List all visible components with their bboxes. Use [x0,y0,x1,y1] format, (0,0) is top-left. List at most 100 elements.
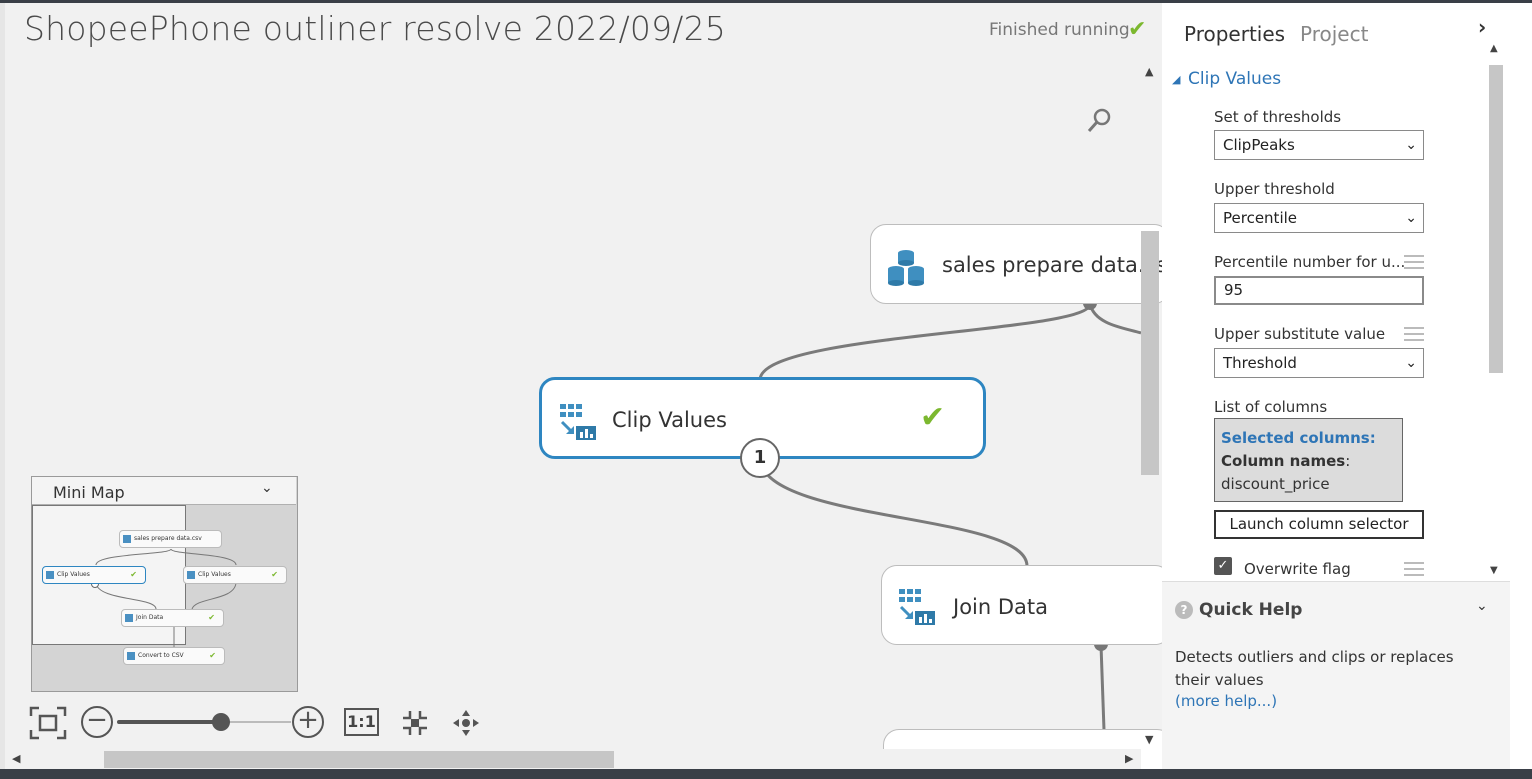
mini-map-header[interactable]: Mini Map ⌄ [32,477,296,505]
tab-properties[interactable]: Properties [1184,22,1286,46]
quick-help-panel: ? Quick Help ⌄ Detects outliers and clip… [1162,581,1510,769]
upper-threshold-value: Percentile [1223,209,1298,227]
collapse-panel-icon[interactable]: › [1478,15,1487,39]
percentile-input[interactable]: 95 [1214,276,1424,305]
module-sales-prepare-data[interactable]: sales prepare data.csv [870,224,1162,304]
convert-icon [127,652,135,660]
mini-map-node-clip-values-2: Clip Values ✔ [183,566,287,584]
thresholds-select[interactable]: ClipPeaks ⌄ [1214,130,1424,160]
substitute-label: Upper substitute value [1214,325,1386,343]
zoom-slider-knob[interactable] [212,713,231,731]
properties-panel: Properties Project › ◢ Clip Values Set o… [1162,3,1510,769]
dataset-icon [888,250,924,286]
chevron-down-icon[interactable]: ⌄ [1476,598,1488,614]
mini-map-node-join-data: Join Data ✔ [121,609,224,627]
quick-help-text: Detects outliers and clips or replaces t… [1175,648,1454,689]
mini-map[interactable]: Mini Map ⌄ sales prepare data.csv Clip V… [31,476,298,692]
percentile-label: Percentile number for u... [1214,253,1406,271]
chevron-down-icon: ⌄ [1405,355,1417,371]
module-join-data[interactable]: Join Data [881,565,1162,645]
scroll-left-icon[interactable]: ◀ [12,752,21,765]
collapse-triangle-icon[interactable]: ◢ [1172,73,1181,86]
help-icon: ? [1175,601,1193,619]
substitute-value: Threshold [1223,354,1297,372]
window-left-border [0,3,5,769]
thresholds-value: ClipPeaks [1223,136,1295,154]
scroll-right-icon[interactable]: ▶ [1125,752,1134,765]
section-header-clip-values[interactable]: ◢ Clip Values [1172,69,1282,89]
actual-size-button[interactable]: 1:1 [344,708,379,736]
check-icon: ✔ [130,570,137,579]
zoom-out-button[interactable]: − [81,706,113,738]
join-data-icon [125,614,133,622]
fit-to-screen-icon[interactable] [29,706,67,740]
scroll-thumb[interactable] [1141,231,1159,475]
canvas-horizontal-scrollbar[interactable]: ◀ ▶ [5,749,1141,769]
zoom-in-button[interactable]: + [292,706,324,738]
scroll-thumb[interactable] [104,751,614,768]
thresholds-label: Set of thresholds [1214,108,1342,126]
check-icon: ✔ [208,613,215,622]
dataset-icon [123,535,131,543]
join-data-icon [899,589,935,625]
drag-handle-icon[interactable] [1404,562,1424,576]
substitute-select[interactable]: Threshold ⌄ [1214,348,1424,378]
launch-column-selector-button[interactable]: Launch column selector [1214,510,1424,539]
module-label: Join Data [953,595,1049,619]
upper-threshold-label: Upper threshold [1214,180,1335,198]
chevron-down-icon: ⌄ [1405,210,1417,226]
tab-project[interactable]: Project [1300,22,1369,46]
properties-content: ◢ Clip Values Set of thresholds ClipPeak… [1162,41,1510,581]
mini-map-node-label: Join Data [136,614,164,621]
clip-values-icon [46,571,54,579]
mini-map-title: Mini Map [53,483,125,502]
scroll-up-icon[interactable]: ▲ [1490,43,1498,54]
zoom-slider-fill [117,720,222,724]
upper-threshold-select[interactable]: Percentile ⌄ [1214,203,1424,233]
selected-columns-box: Selected columns: Column names: discount… [1214,418,1403,502]
mini-map-node-sales: sales prepare data.csv [119,530,222,548]
chevron-down-icon: ⌄ [1405,137,1417,153]
scroll-thumb[interactable] [1489,65,1503,373]
scroll-up-icon[interactable]: ▲ [1145,65,1154,78]
mini-map-node-convert-csv: Convert to CSV ✔ [123,647,225,665]
overwrite-checkbox[interactable]: ✓ [1214,557,1232,575]
connection-join-to-next [1099,644,1106,731]
column-value: discount_price [1221,475,1330,493]
mini-map-node-label: sales prepare data.csv [134,535,202,542]
chevron-down-icon[interactable]: ⌄ [261,480,273,496]
drag-handle-icon[interactable] [1404,255,1424,269]
section-title: Clip Values [1188,69,1282,89]
experiment-canvas[interactable]: ShopeePhone outliner resolve 2022/09/25 … [5,3,1162,769]
window-bottom-border [0,769,1532,779]
mini-map-node-label: Clip Values [198,571,231,578]
clip-values-icon [187,571,195,579]
center-icon[interactable] [400,708,430,738]
check-icon: ✔ [271,570,278,579]
run-status-text: Finished running [989,20,1130,40]
mini-map-node-clip-values: Clip Values ✔ [42,566,146,584]
experiment-title[interactable]: ShopeePhone outliner resolve 2022/09/25 [24,9,726,48]
check-icon: ✔ [209,651,216,660]
search-icon[interactable] [1084,106,1114,136]
scroll-down-icon[interactable]: ▼ [1490,565,1498,576]
check-icon: ✔ [920,400,946,435]
quick-help-title[interactable]: Quick Help [1199,600,1303,620]
mini-map-node-label: Clip Values [57,571,90,578]
output-port-number[interactable]: 1 [740,438,780,478]
mini-map-connections [91,548,237,649]
canvas-vertical-scrollbar[interactable]: ▲ ▼ [1141,63,1159,753]
panel-edge [1510,3,1532,769]
drag-handle-icon[interactable] [1404,327,1424,341]
zoom-slider[interactable] [117,713,291,731]
column-names-heading: Column names [1221,452,1346,470]
more-help-link[interactable]: (more help...) [1175,692,1278,710]
columns-label: List of columns [1214,398,1328,416]
selected-columns-heading: Selected columns: [1221,429,1376,447]
scroll-down-icon[interactable]: ▼ [1145,733,1154,746]
pan-icon[interactable] [451,708,481,738]
window-top-border [0,0,1532,3]
properties-scrollbar[interactable]: ▲ ▼ [1486,43,1504,577]
connection-sales-to-clip [758,303,1092,380]
mini-map-node-label: Convert to CSV [138,652,184,659]
